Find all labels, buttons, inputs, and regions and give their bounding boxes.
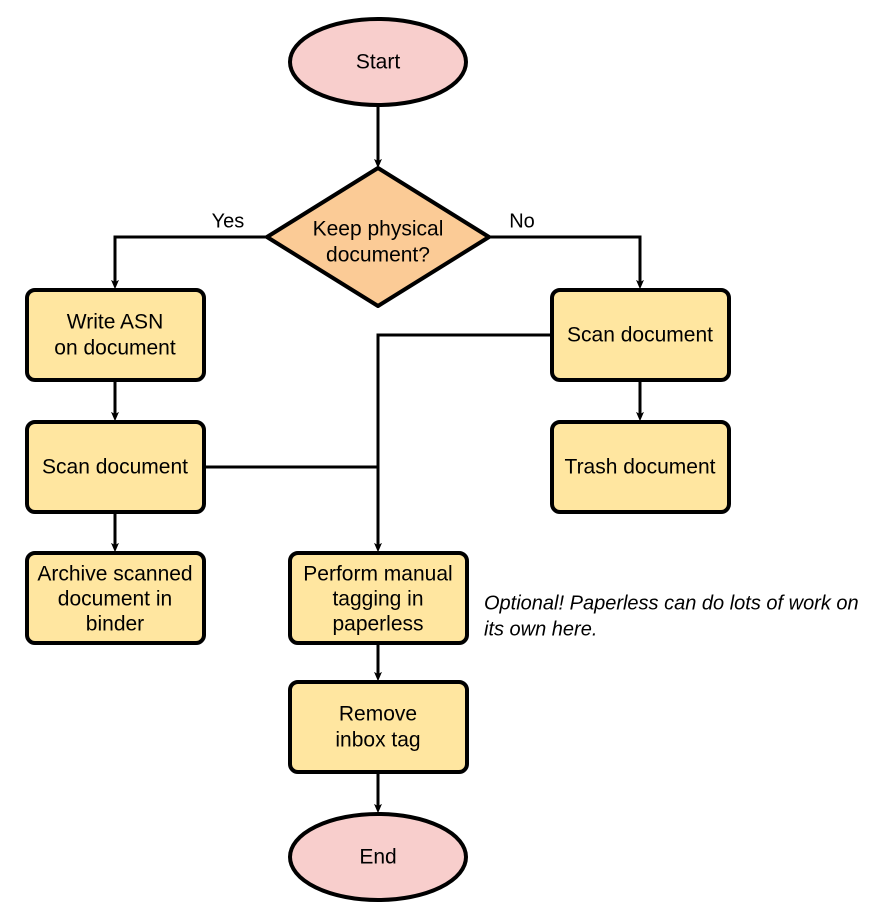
remove-inbox-tag-box[interactable] — [288, 680, 469, 774]
annotation-line2: its own here. — [484, 618, 597, 640]
node-scan-document-left[interactable]: Scan document — [25, 420, 206, 514]
node-remove-inbox-tag[interactable]: Remove inbox tag — [288, 680, 469, 774]
node-start[interactable]: Start — [288, 17, 468, 107]
manual-tagging-box[interactable] — [288, 551, 469, 645]
manual-tagging-label-line2: tagging in — [332, 588, 423, 611]
node-scan-document-right[interactable]: Scan document — [550, 288, 731, 382]
scan-document-right-label: Scan document — [567, 324, 713, 347]
remove-inbox-tag-label-line1: Remove — [339, 703, 417, 726]
decision-diamond[interactable] — [265, 166, 491, 308]
node-write-asn-on-document[interactable]: Write ASN on document — [25, 288, 206, 382]
edge-label-no: No — [509, 210, 535, 232]
trash-document-box[interactable] — [550, 420, 731, 514]
edge-scan-right-to-manual-tagging — [374, 333, 552, 553]
scan-document-right-box[interactable] — [550, 288, 731, 382]
manual-tagging-label-line3: paperless — [332, 613, 423, 636]
archive-binder-label-line2: document in — [58, 588, 172, 611]
archive-binder-label-line1: Archive scanned — [37, 563, 192, 586]
node-end[interactable]: End — [288, 812, 468, 902]
node-archive-scanned-document-in-binder[interactable]: Archive scanned document in binder — [25, 551, 206, 645]
edge-label-yes: Yes — [212, 210, 245, 232]
node-keep-physical-document[interactable]: Keep physical document? — [265, 166, 491, 308]
scan-document-left-box[interactable] — [25, 420, 206, 514]
end-label: End — [359, 846, 396, 869]
edge-decision-no-to-scan-right — [490, 235, 644, 290]
trash-document-label: Trash document — [565, 456, 716, 479]
annotation-optional-note: Optional! Paperless can do lots of work … — [484, 592, 859, 640]
start-label: Start — [356, 51, 401, 74]
scan-document-left-label: Scan document — [42, 456, 188, 479]
edge-decision-yes-to-write-asn — [111, 235, 267, 290]
archive-binder-box[interactable] — [25, 551, 206, 645]
manual-tagging-label-line1: Perform manual — [303, 563, 452, 586]
write-asn-label-line2: on document — [54, 337, 176, 360]
decision-label-line2: document? — [326, 244, 430, 267]
archive-binder-label-line3: binder — [86, 613, 144, 636]
end-ellipse[interactable] — [288, 812, 468, 902]
write-asn-label-line1: Write ASN — [67, 311, 163, 334]
write-asn-box[interactable] — [25, 288, 206, 382]
remove-inbox-tag-label-line2: inbox tag — [335, 729, 420, 752]
annotation-line1: Optional! Paperless can do lots of work … — [484, 592, 859, 614]
node-perform-manual-tagging[interactable]: Perform manual tagging in paperless — [288, 551, 469, 645]
start-ellipse[interactable] — [288, 17, 468, 107]
decision-label-line1: Keep physical — [313, 218, 444, 241]
node-trash-document[interactable]: Trash document — [550, 420, 731, 514]
